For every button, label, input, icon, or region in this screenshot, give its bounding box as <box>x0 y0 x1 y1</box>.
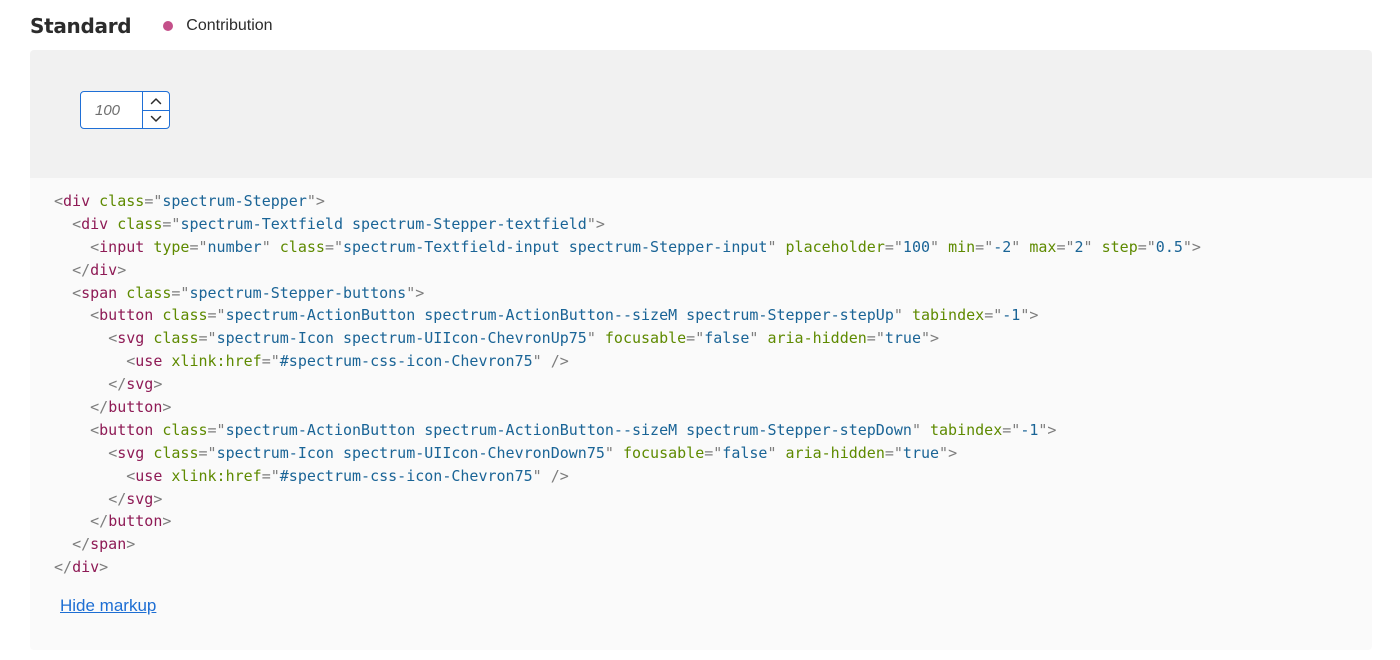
code-line: </div> <box>54 558 109 577</box>
code-line: </button> <box>90 398 172 417</box>
code-line: </svg> <box>108 375 163 394</box>
chevron-down-icon <box>150 116 162 122</box>
section-header: Standard Contribution <box>30 10 273 42</box>
status-label: Contribution <box>186 17 273 34</box>
code-line: <input type="number" class="spectrum-Tex… <box>90 237 1201 256</box>
code-line: <use xlink:href="#spectrum-css-icon-Chev… <box>126 352 569 371</box>
code-line: <div class="spectrum-Stepper"> <box>54 192 325 210</box>
code-line: </div> <box>72 260 127 279</box>
stepper-input[interactable] <box>81 92 142 128</box>
code-line: <use xlink:href="#spectrum-css-icon-Chev… <box>126 466 569 485</box>
hide-markup-link[interactable]: Hide markup <box>60 596 157 615</box>
status-indicator: Contribution <box>163 17 273 35</box>
code-panel: <div class="spectrum-Stepper"> <div clas… <box>30 178 1372 650</box>
code-line: </button> <box>90 512 172 531</box>
stepper-buttons <box>142 92 169 128</box>
chevron-up-icon <box>150 98 162 104</box>
markup-code-block: <div class="spectrum-Stepper"> <div clas… <box>54 190 1201 579</box>
code-line: <span class="spectrum-Stepper-buttons"> <box>72 283 425 302</box>
code-line: <button class="spectrum-ActionButton spe… <box>90 306 1039 325</box>
code-line: </svg> <box>108 489 163 508</box>
code-line: <svg class="spectrum-Icon spectrum-UIIco… <box>108 443 958 462</box>
code-line: </span> <box>72 535 136 554</box>
section-title: Standard <box>30 14 132 38</box>
code-line: <button class="spectrum-ActionButton spe… <box>90 420 1057 439</box>
stepper <box>80 91 170 129</box>
code-line: <svg class="spectrum-Icon spectrum-UIIco… <box>108 329 940 348</box>
status-dot-icon <box>163 21 174 31</box>
step-down-button[interactable] <box>143 111 169 129</box>
code-line: <div class="spectrum-Textfield spectrum-… <box>72 214 605 233</box>
example-preview <box>30 50 1372 178</box>
step-up-button[interactable] <box>143 92 169 111</box>
